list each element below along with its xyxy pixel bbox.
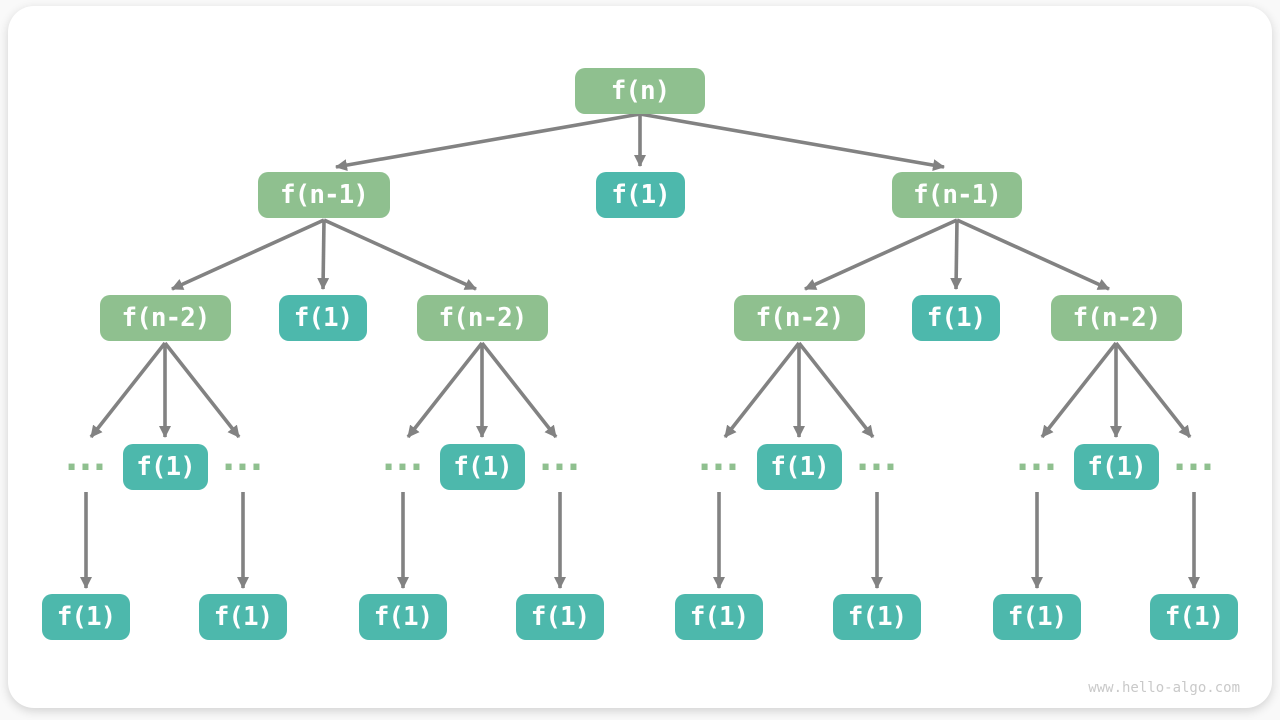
- tree-node: f(1): [359, 594, 447, 640]
- tree-node: f(1): [833, 594, 921, 640]
- ellipsis: ...: [856, 439, 898, 479]
- tree-node: f(1): [1150, 594, 1238, 640]
- tree-node: f(1): [993, 594, 1081, 640]
- tree-node: f(1): [1074, 444, 1159, 490]
- tree-node: f(n): [575, 68, 705, 114]
- tree-node: f(1): [199, 594, 287, 640]
- tree-node: f(1): [596, 172, 685, 218]
- arrow: [335, 112, 641, 172]
- arrow: [163, 341, 241, 439]
- ellipsis: ...: [698, 439, 740, 479]
- arrow: [89, 341, 167, 439]
- arrow: [406, 341, 484, 439]
- arrow: [1040, 341, 1118, 439]
- tree-node: f(1): [42, 594, 130, 640]
- arrow: [639, 112, 945, 172]
- arrow: [480, 341, 558, 439]
- arrow: [956, 218, 1110, 291]
- tree-node: f(1): [912, 295, 1000, 341]
- ellipsis: ...: [382, 439, 424, 479]
- arrow: [323, 218, 477, 291]
- tree-node: f(n-2): [1051, 295, 1182, 341]
- arrow: [950, 219, 963, 290]
- arrow: [723, 341, 801, 439]
- arrow: [1114, 341, 1192, 439]
- tree-node: f(1): [516, 594, 604, 640]
- tree-node: f(1): [123, 444, 208, 490]
- tree-node: f(n-1): [892, 172, 1022, 218]
- tree-node: f(n-2): [734, 295, 865, 341]
- tree-node: f(n-2): [100, 295, 231, 341]
- watermark: www.hello-algo.com: [1088, 680, 1240, 696]
- arrow: [797, 341, 875, 439]
- ellipsis: ...: [1016, 439, 1058, 479]
- arrow: [804, 218, 958, 291]
- ellipsis: ...: [65, 439, 107, 479]
- ellipsis: ...: [1173, 439, 1215, 479]
- tree-node: f(1): [440, 444, 525, 490]
- tree-node: f(n-2): [417, 295, 548, 341]
- ellipsis: ...: [539, 439, 581, 479]
- tree-node: f(1): [675, 594, 763, 640]
- ellipsis: ...: [222, 439, 264, 479]
- arrow: [171, 218, 325, 291]
- tree-node: f(1): [757, 444, 842, 490]
- arrow: [317, 219, 330, 290]
- tree-node: f(1): [279, 295, 367, 341]
- tree-node: f(n-1): [258, 172, 390, 218]
